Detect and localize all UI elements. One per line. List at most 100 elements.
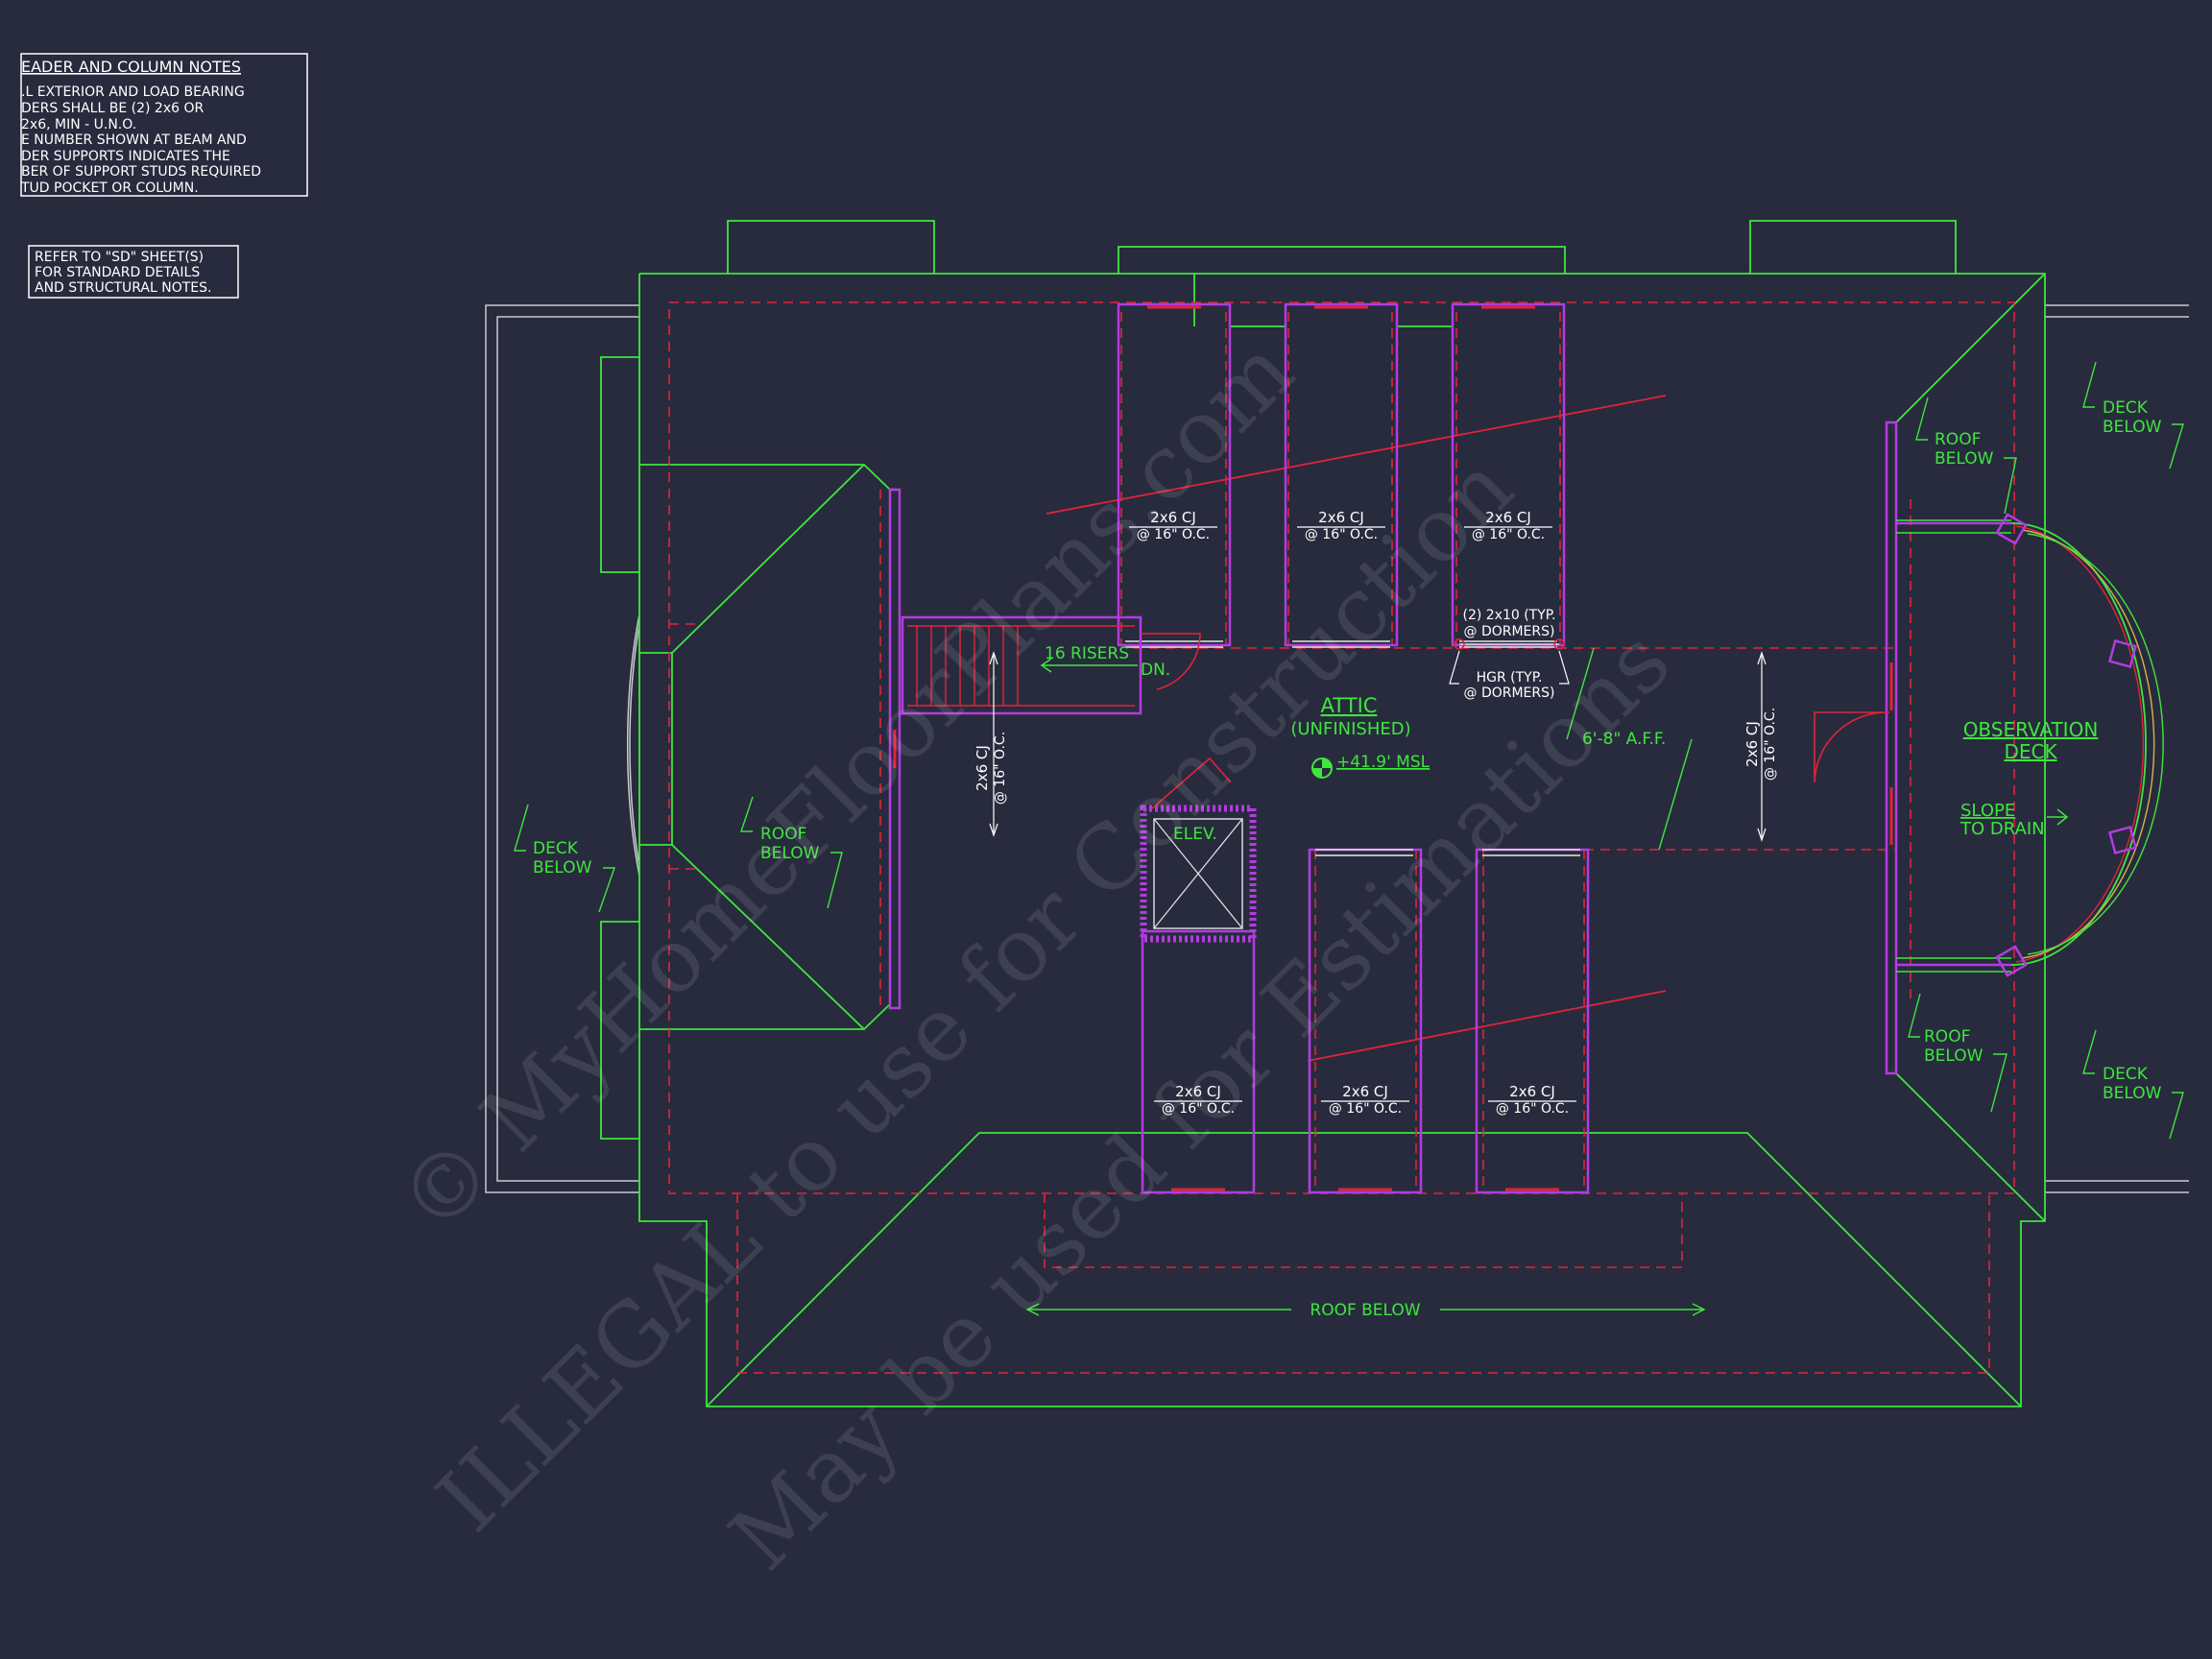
stair: 16 RISERS DN. <box>901 615 1201 715</box>
cj-callout-vertical: 2x6 CJ @ 16" O.C. <box>974 732 1008 805</box>
arrowhead <box>1025 1303 1040 1316</box>
hidden-lines <box>668 301 2015 1374</box>
cj-spacing: @ 16" O.C. <box>993 732 1008 805</box>
section-cut-lines <box>1046 395 1667 1062</box>
elevator: ELEV. <box>1140 757 1257 943</box>
left-bay-arc <box>626 613 640 877</box>
obs-deck-arc-rail-2 <box>2021 529 2155 959</box>
arrowhead <box>1757 651 1767 665</box>
leader-arrow <box>598 867 615 913</box>
obs-deck-wall <box>1885 421 1898 1075</box>
deck-outlines <box>485 304 2189 1193</box>
leader-line <box>1558 650 1570 685</box>
leader-arrow <box>2082 1029 2097 1074</box>
left-hip-line <box>671 464 865 654</box>
obs-deck-title: OBSERVATION <box>1963 718 2099 741</box>
elevator-car <box>1153 818 1243 929</box>
deck-below-label: DECK <box>2103 1065 2149 1084</box>
dormer-wall <box>1475 848 1590 1194</box>
section-cut <box>1046 395 1667 515</box>
hanger-symbol <box>1454 638 1465 650</box>
header-note-line: BER OF SUPPORT STUDS REQUIRED <box>21 164 261 180</box>
cj-spacing: @ 16" O.C. <box>1162 1101 1235 1117</box>
aff-leader <box>1658 738 1693 851</box>
left-deck-outline <box>485 304 639 1193</box>
header-notes-frame <box>20 53 308 197</box>
roof-below-tag-right-top: ROOF BELOW <box>1915 397 2017 515</box>
hidden-line <box>736 1193 1990 1374</box>
stair-door-swing <box>1141 633 1201 690</box>
left-roof-tab-top <box>600 356 639 573</box>
header-note-line: DER SUPPORTS INDICATES THE <box>21 149 230 164</box>
cj-callout: 2x6 CJ @ 16" O.C. <box>1297 509 1385 542</box>
section-cut <box>1307 990 1667 1062</box>
cj-size: 2x6 CJ <box>1743 721 1761 767</box>
header-notes-title: EADER AND COLUMN NOTES <box>21 58 241 76</box>
left-roof-tab-bottom <box>600 921 639 1140</box>
leader-line <box>1449 650 1460 685</box>
deck-below-label-2: BELOW <box>2103 418 2162 437</box>
hgr-callout-text-2: @ DORMERS) <box>1464 685 1555 701</box>
sd-note-line: REFER TO "SD" SHEET(S) <box>35 250 204 265</box>
roof-below-tag-left: ROOF BELOW <box>740 796 843 909</box>
arrowhead <box>1757 828 1767 842</box>
header-note-line: 2x6, MIN - U.N.O. <box>21 117 136 132</box>
cj-spacing: @ 16" O.C. <box>1763 708 1778 781</box>
obs-deck-side-rails <box>1896 519 2011 973</box>
deck-below-tag-right-top: DECK BELOW <box>2082 361 2184 469</box>
right-hip-line <box>1895 273 2046 423</box>
aff-label: 6'-8" A.F.F. <box>1582 730 1666 749</box>
leader-arrow <box>1908 993 1921 1038</box>
leader-arrow <box>2169 423 2184 469</box>
roof-below-label-2: BELOW <box>1924 1046 1984 1066</box>
deck-below-tag-right-bottom: DECK BELOW <box>2082 1029 2184 1140</box>
dormer-wall <box>1451 302 1566 647</box>
watermark: © MyHomeFloorPlans.com ILLEGAL to use fo… <box>379 320 1690 1590</box>
obs-deck-arc-rail <box>2015 525 2145 963</box>
cj-spacing: @ 16" O.C. <box>1496 1101 1569 1117</box>
arrowhead <box>2056 808 2069 826</box>
cj-size: 2x6 CJ <box>1485 509 1531 526</box>
cj-callout: 2x6 CJ @ 16" O.C. <box>1464 509 1552 542</box>
sd-note-line: FOR STANDARD DETAILS <box>35 265 200 280</box>
dormer-header-callout: (2) 2x10 (TYP. @ DORMERS) HGR (TYP. @ DO… <box>1449 608 1570 701</box>
stair-side-wall <box>888 488 902 1010</box>
roof-below-bottom: ROOF BELOW <box>1025 1301 1706 1320</box>
attic-title: ATTIC <box>1321 694 1378 717</box>
deck-post <box>1995 945 2028 977</box>
dormer-wall <box>1141 929 1256 1194</box>
header-note-line: .L EXTERIOR AND LOAD BEARING <box>21 84 245 100</box>
roof-below-label-2: BELOW <box>1935 449 1994 469</box>
elevation-marker-fill <box>1312 768 1322 778</box>
cj-spacing: @ 16" O.C. <box>1472 527 1545 542</box>
header-note-line: TUD POCKET OR COLUMN. <box>20 180 199 196</box>
roof-below-label: ROOF <box>1924 1027 1970 1046</box>
elevator-door-swing <box>1151 757 1232 809</box>
leader-arrow <box>514 804 529 852</box>
roof-below-label: ROOF <box>1935 430 1981 449</box>
obs-deck-posts <box>1995 513 2138 977</box>
down-label: DN. <box>1141 661 1170 680</box>
deck-below-tag-left: DECK BELOW <box>514 804 615 913</box>
cj-spacing: @ 16" O.C. <box>1137 527 1210 542</box>
elevator-shaft <box>1140 805 1257 943</box>
deck-post <box>2107 825 2138 855</box>
leader-arrow <box>2004 457 2017 515</box>
cj-callout: 2x6 CJ @ 16" O.C. <box>1488 1083 1576 1117</box>
sd-sheet-note: REFER TO "SD" SHEET(S) FOR STANDARD DETA… <box>28 245 239 299</box>
leader-arrow <box>827 852 843 909</box>
roof-below-label: ROOF BELOW <box>1310 1301 1420 1320</box>
deck-post <box>2107 638 2138 669</box>
arrowhead <box>1692 1303 1706 1316</box>
dormer-walls <box>888 302 2011 1194</box>
aff-leader <box>1566 647 1595 740</box>
wall-below-line <box>668 301 2015 1194</box>
header-column-notes: EADER AND COLUMN NOTES .L EXTERIOR AND L… <box>20 53 308 197</box>
roof-below-tag-right-bottom: ROOF BELOW <box>1908 993 2008 1113</box>
cj-size: 2x6 CJ <box>1509 1083 1555 1100</box>
observation-deck: OBSERVATION DECK SLOPE TO DRAIN <box>1814 513 2164 977</box>
arrowhead <box>989 823 998 837</box>
leader-arrow <box>1990 1053 2008 1113</box>
header-callout-text-2: @ DORMERS) <box>1464 624 1555 639</box>
deck-post <box>1995 513 2028 545</box>
